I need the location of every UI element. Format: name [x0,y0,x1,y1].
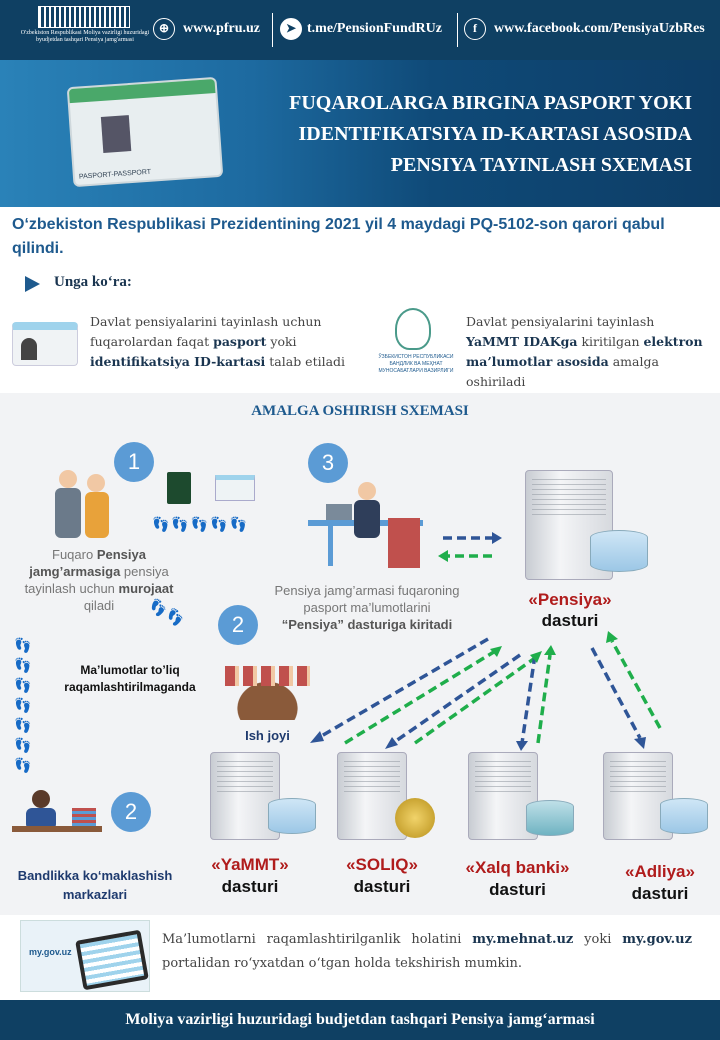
intro-text: O‘zbekiston Respublikasi Prezidentining … [12,216,665,257]
scheme-title: AMALGA OSHIRISH SXEMASI [251,403,469,419]
program-name: «SOLIQ» [346,855,418,874]
facebook-link[interactable]: www.facebook.com/PensiyaUzbRes [494,21,705,36]
card-label: PASPORT-PASSPORT [78,168,152,181]
employment-centers-label: Bandlikka ko‘maklashish markazlari [17,868,173,902]
my-mehnat-link[interactable]: my.mehnat.uz [472,932,574,947]
program-name: «YaMMT» [211,855,289,874]
id-card-small-icon [215,475,255,501]
arrow-to-xalq [520,654,537,744]
passport-card-image: PASPORT-PASSPORT [66,76,224,188]
banner-title-line: FUQAROLARGA BIRGINA PASPORT YOKI [289,92,692,114]
point-passport: Davlat pensiyalarini tayinlash uchun fuq… [90,314,346,369]
step-2-badge: 2 [218,605,258,645]
divider [457,13,458,47]
program-name: «Adliya» [625,862,695,881]
passport-icon [167,472,191,504]
banner-title-line: PENSIYA TAYINLASH SXEMASI [390,154,692,176]
adliya-database-icon [660,798,708,834]
arrow-from-yammt [344,648,498,745]
program-suffix: dasturi [353,877,411,896]
arrows-layer [310,532,662,751]
building-logo-icon [38,6,130,28]
id-card-icon [12,322,78,366]
telegram-icon: ➤ [280,18,302,40]
step-2-badge: 2 [111,792,151,832]
main-program-suffix: dasturi [541,611,599,630]
telegram-link[interactable]: t.me/PensionFundRUz [307,21,442,36]
my-gov-link[interactable]: my.gov.uz [622,932,692,947]
facebook-icon: f [464,18,486,40]
database-icon [590,530,648,572]
workplace-label: Ish joyi [245,728,290,743]
elderly-couple-icon [55,470,115,540]
logo-caption: O'zbekiston Respublikasi Moliya vazirlig… [20,30,150,43]
arrow-from-xalq [536,654,552,744]
yammt-database-icon [268,798,316,834]
ministry-logo-text: ЎЗБЕКИСТОН РЕСПУБЛИКАСИ БАНДЛИК ВА МЕҲНА… [378,354,454,374]
soliq-server-icon [337,752,407,840]
step-3-badge: 3 [308,443,348,483]
office-worker-icon [308,482,423,570]
step-1-badge: 1 [114,442,154,482]
banner: PASPORT-PASSPORT FUQAROLARGA BIRGINA PAS… [0,60,720,207]
adliya-server-icon [603,752,673,840]
soliq-emblem-icon [395,798,435,838]
banner-title-line: IDENTIFIKATSIYA ID-KARTASI ASOSIDA [298,123,693,145]
portal-label: my.gov.uz [29,947,72,957]
main-program-name: «Pensiya» [528,590,612,609]
accordingly-label: Unga ko‘ra: [54,274,132,290]
footer-bar: Moliya vazirligi huzuridagi budjetdan ta… [0,1000,720,1040]
header-bar: O'zbekiston Respublikasi Moliya vazirlig… [0,0,720,60]
workplace-meeting-icon [215,662,320,720]
arrow-to-adliya [590,647,642,739]
arrow-from-adliya [610,640,662,729]
footprints-vertical-icon: 👣👣👣👣👣👣👣 [14,637,32,773]
not-digitized-text: Ma’lumotlar to’liq raqamlashtirilmaganda [64,663,196,694]
arrow-from-soliq [413,656,537,745]
footprints-icon: 👣👣👣👣👣 [152,516,250,532]
check-portals-text: Ma’lumotlarni raqamlashtirilganlik holat… [162,932,692,971]
point-electronic: Davlat pensiyalarini tayinlash YaMMT IDA… [466,314,703,389]
portal-tablet-image: my.gov.uz [20,920,150,992]
program-name: «Xalq banki» [465,858,570,877]
ministry-emblem-icon [395,308,431,350]
website-link[interactable]: www.pfru.uz [183,21,261,36]
program-suffix: dasturi [489,880,546,899]
program-suffix: dasturi [221,877,279,896]
xalq-bank-database-icon [526,800,574,836]
globe-icon: ⊕ [153,18,175,40]
arrow-to-soliq [392,653,521,745]
banner-title: FUQAROLARGA BIRGINA PASPORT YOKI IDENTIF… [252,88,692,181]
arrowheads [310,532,646,751]
fund-step-text: Pensiya jamg’armasi fuqaroning pasport m… [274,583,460,632]
employment-center-icon [12,790,102,860]
citizen-step-text: Fuqaro Pensiya jamg’armasiga pensiya tay… [24,547,174,613]
program-suffix: dasturi [631,884,689,903]
triangle-bullet-icon [25,276,40,292]
arrow-to-yammt [317,637,489,740]
divider [272,13,273,47]
